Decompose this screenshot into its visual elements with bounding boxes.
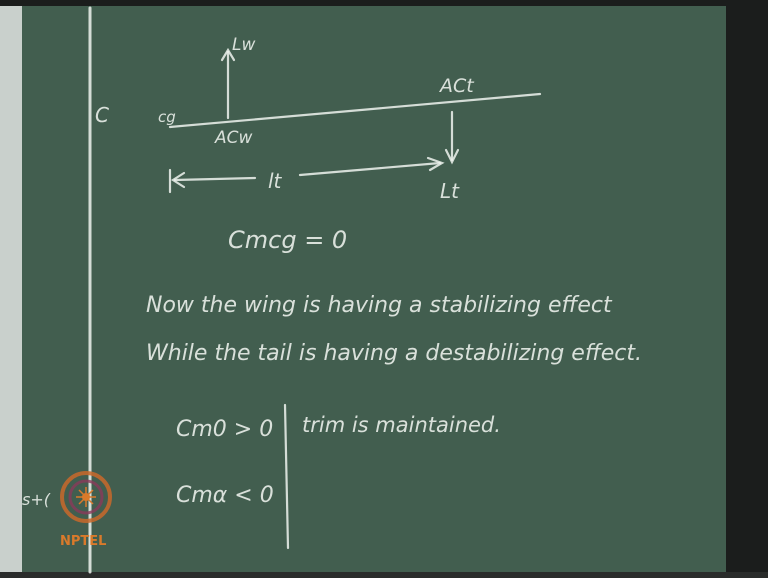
nptel-logo-text: NPTEL bbox=[60, 534, 106, 549]
aircraft-diagram: Lw cg ACw ACt Lt lt bbox=[158, 35, 542, 203]
lt-right-head bbox=[426, 156, 445, 172]
cm-cg-equation: Cmcg = 0 bbox=[228, 226, 347, 254]
lift-wing-label: Lw bbox=[232, 35, 255, 55]
partial-left-text: s+( bbox=[22, 490, 51, 509]
ac-wing-label: ACw bbox=[214, 128, 252, 148]
board-frame-bottom bbox=[0, 572, 768, 578]
left-edge-c: C bbox=[95, 103, 109, 127]
lt-label: lt bbox=[268, 169, 283, 193]
board-edge-strip bbox=[0, 0, 22, 578]
lift-tail-label: Lt bbox=[440, 179, 460, 203]
body-line bbox=[168, 92, 542, 129]
tail-lift-arrowhead bbox=[444, 148, 460, 165]
cm0-condition: Cm0 > 0 bbox=[176, 417, 273, 442]
lt-arrow-left bbox=[173, 176, 257, 182]
board-frame-right bbox=[726, 0, 768, 578]
board-shade bbox=[20, 6, 726, 574]
cg-label: cg bbox=[158, 108, 176, 126]
wing-lift-arrowhead bbox=[220, 47, 236, 62]
condition-divider bbox=[283, 403, 290, 550]
note-line-1: Now the wing is having a stabilizing eff… bbox=[146, 293, 613, 318]
trim-note: trim is maintained. bbox=[302, 413, 501, 437]
ac-tail-label: ACt bbox=[438, 75, 475, 97]
chalkboard bbox=[20, 6, 726, 574]
lt-left-head bbox=[170, 171, 186, 189]
cm-alpha-condition: Cmα < 0 bbox=[176, 483, 274, 508]
board-frame-top bbox=[0, 0, 768, 6]
nptel-logo-icon: NPTEL bbox=[60, 471, 112, 549]
lt-arrow-right bbox=[298, 161, 442, 177]
note-line-2: While the tail is having a destabilizing… bbox=[146, 341, 642, 366]
